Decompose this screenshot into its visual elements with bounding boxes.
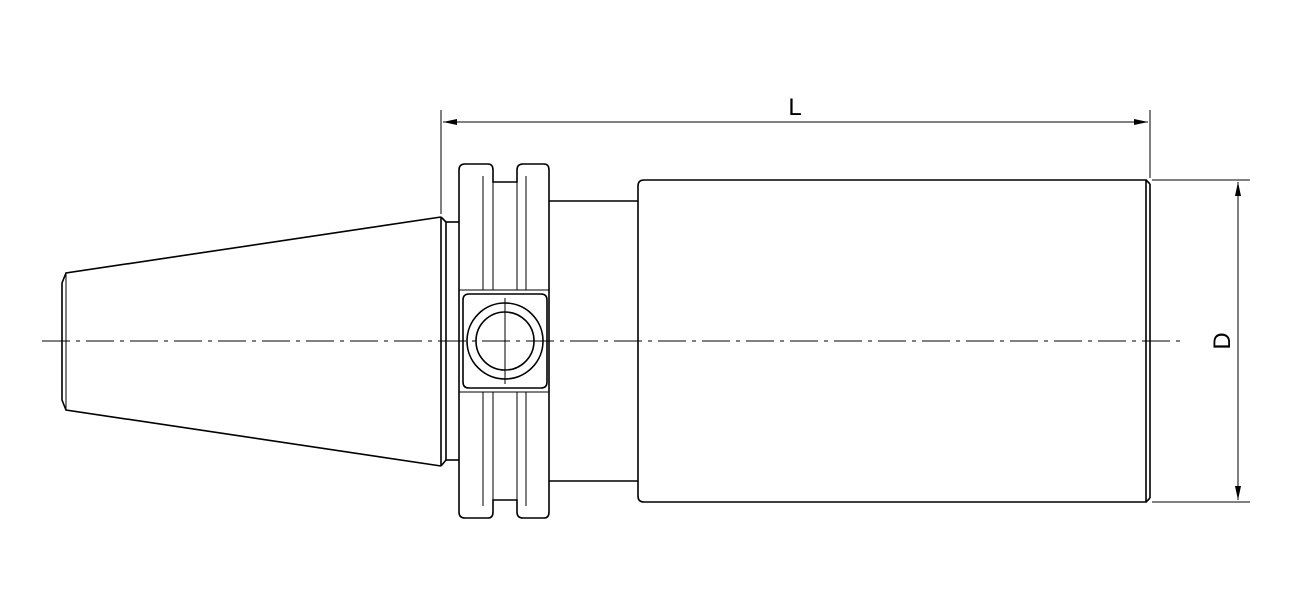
length-label: L: [788, 94, 801, 121]
dimension-diameter: D: [1152, 179, 1250, 503]
dimension-length: L: [440, 94, 1151, 214]
neck: [549, 200, 638, 482]
diameter-label: D: [1209, 332, 1236, 349]
body-cylinder: [637, 179, 1151, 503]
taper-shank: [61, 216, 459, 467]
flange: [458, 163, 550, 519]
